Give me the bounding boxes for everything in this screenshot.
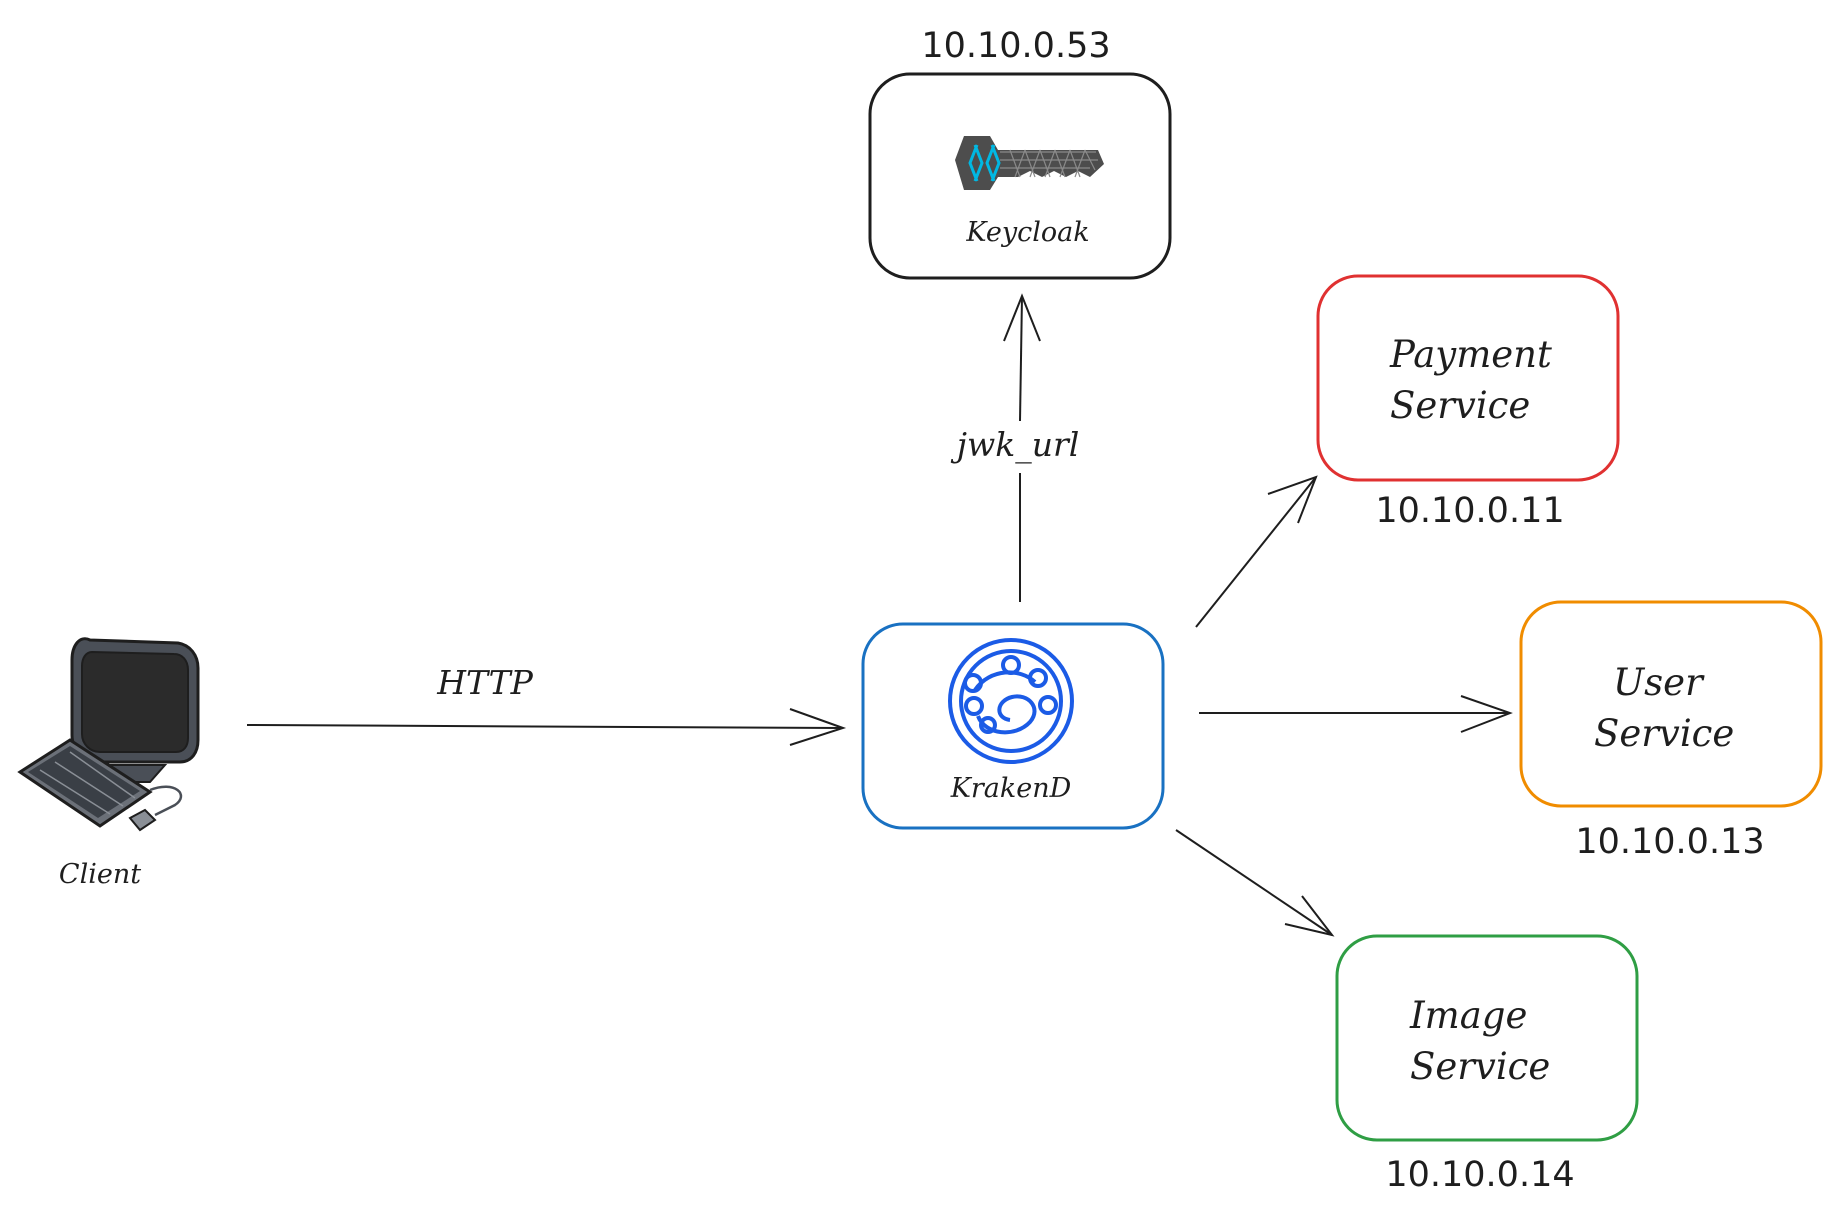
edge-krakend-to-keycloak	[1003, 293, 1041, 602]
edge-krakend-to-image-line	[1175, 829, 1333, 936]
image-service-node[interactable]: Image Service 10.10.0.14	[1335, 934, 1639, 1195]
krakend-label: KrakenD	[950, 773, 1072, 804]
edge-krakend-to-keycloak-line-upper	[1019, 295, 1023, 422]
payment-service-label-line2: Service	[1390, 384, 1530, 427]
payment-service-label-line1: Payment	[1389, 333, 1552, 376]
user-service-node[interactable]: User Service 10.10.0.13	[1519, 600, 1823, 862]
edge-krakend-to-image	[1175, 829, 1335, 937]
keycloak-node[interactable]: 10.10.0.53 Keycloak	[868, 26, 1172, 280]
payment-service-box	[1316, 274, 1620, 482]
krakend-node[interactable]: KrakenD	[861, 622, 1165, 830]
payment-service-ip: 10.10.0.11	[1375, 491, 1564, 531]
payment-service-node[interactable]: Payment Service 10.10.0.11	[1316, 274, 1620, 531]
krakend-box	[861, 622, 1165, 830]
user-service-label-line2: Service	[1594, 712, 1734, 755]
image-service-label-line1: Image	[1409, 994, 1527, 1037]
edge-label-jwk-url: jwk_url	[950, 425, 1080, 465]
edge-krakend-to-image-arrowhead	[1284, 895, 1335, 937]
edge-krakend-to-user	[1199, 695, 1513, 733]
user-service-box	[1519, 600, 1823, 808]
user-service-ip: 10.10.0.13	[1575, 822, 1764, 862]
image-service-box	[1335, 934, 1639, 1142]
client-label: Client	[59, 859, 141, 890]
client-node[interactable]: Client	[17, 637, 200, 890]
edge-krakend-to-user-arrowhead	[1460, 695, 1513, 733]
keycloak-key-icon	[955, 136, 1104, 190]
edge-krakend-to-payment-arrowhead	[1267, 475, 1318, 524]
edge-client-to-krakend	[246, 708, 847, 746]
krakend-logo-icon	[948, 638, 1074, 764]
desktop-computer-icon	[17, 637, 200, 832]
image-service-ip: 10.10.0.14	[1385, 1155, 1574, 1195]
image-service-label-line2: Service	[1410, 1045, 1550, 1088]
edge-krakend-to-payment	[1195, 475, 1318, 628]
edge-krakend-to-keycloak-arrowhead	[1003, 293, 1041, 342]
keycloak-box	[868, 72, 1172, 280]
edge-client-to-krakend-arrowhead	[789, 708, 847, 746]
user-service-label-line1: User	[1613, 661, 1705, 704]
keycloak-label: Keycloak	[965, 217, 1089, 248]
edge-krakend-to-payment-line	[1195, 476, 1317, 628]
edge-client-to-krakend-line	[246, 724, 844, 729]
edge-label-http: HTTP	[436, 663, 533, 702]
keycloak-ip: 10.10.0.53	[921, 26, 1110, 66]
